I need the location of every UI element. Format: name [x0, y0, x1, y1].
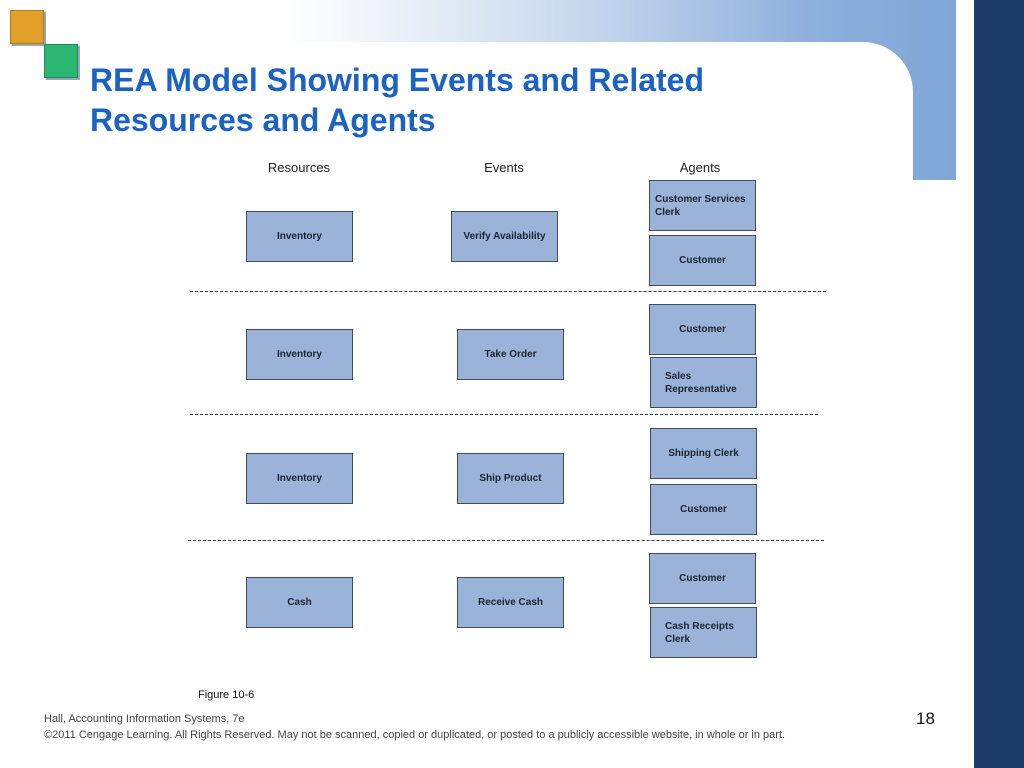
agent-box-sales-representative: Sales Representative [650, 357, 757, 408]
agent-box-customer: Customer [649, 235, 756, 286]
event-box-receive-cash: Receive Cash [457, 577, 564, 628]
resource-box-inventory: Inventory [246, 329, 353, 380]
resources-column-header: Resources [267, 160, 331, 175]
resource-box-inventory: Inventory [246, 211, 353, 262]
figure-caption: Figure 10-6 [198, 689, 255, 701]
agent-box-customer: Customer [649, 553, 756, 604]
content-panel [78, 42, 913, 182]
page-number: 18 [916, 709, 935, 728]
event-box-verify-availability: Verify Availability [451, 211, 558, 262]
agent-box-customer: Customer [650, 484, 757, 535]
right-accent-bar [974, 0, 1024, 768]
resource-box-cash: Cash [246, 577, 353, 628]
resource-box-inventory: Inventory [246, 453, 353, 504]
green-square-icon [44, 44, 78, 78]
orange-square-icon [10, 10, 44, 44]
row-divider [188, 540, 824, 541]
footer-source: Hall, Accounting Information Systems, 7e [44, 713, 245, 725]
agent-box-cash-receipts-clerk: Cash Receipts Clerk [650, 607, 757, 658]
agent-box-shipping-clerk: Shipping Clerk [650, 428, 757, 479]
row-divider [190, 291, 826, 292]
agent-box-customer-services-clerk: Customer Services Clerk [649, 180, 756, 231]
row-divider [190, 414, 818, 415]
footer-copyright: ©2011 Cengage Learning. All Rights Reser… [44, 729, 786, 741]
event-box-take-order: Take Order [457, 329, 564, 380]
event-box-ship-product: Ship Product [457, 453, 564, 504]
events-column-header: Events [484, 160, 524, 175]
agents-column-header: Agents [679, 160, 721, 175]
slide-title: REA Model Showing Events and Related Res… [90, 62, 704, 138]
agent-box-customer: Customer [649, 304, 756, 355]
